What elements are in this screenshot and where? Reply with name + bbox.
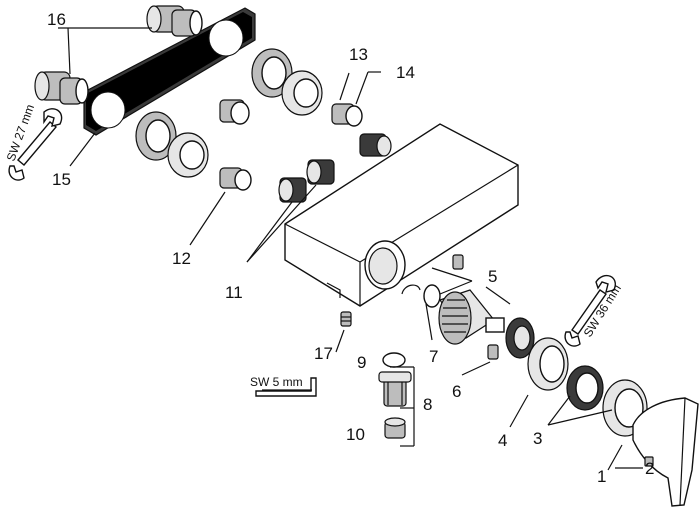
- label-13: 13: [349, 45, 368, 64]
- hex-key: [255, 377, 317, 397]
- wall-plate: [83, 7, 256, 136]
- nut-4: [527, 337, 569, 391]
- fitting-13: [331, 103, 363, 127]
- label-sw5: SW 5 mm: [250, 375, 303, 389]
- screw-top: [452, 254, 464, 270]
- label-5: 5: [488, 267, 497, 286]
- label-16: 16: [47, 10, 66, 29]
- label-6: 6: [452, 382, 461, 401]
- o-ring-9: [382, 352, 406, 368]
- leader-lines: [58, 27, 643, 471]
- clip-7: [401, 284, 441, 308]
- label-10: 10: [346, 425, 365, 444]
- ring-nut-upper-a: [251, 48, 293, 98]
- screw-17: [340, 311, 352, 327]
- label-7: 7: [429, 347, 438, 366]
- ring-nut-upper-b: [281, 70, 323, 116]
- label-11: 11: [225, 283, 243, 302]
- fitting-14: [359, 133, 392, 157]
- cover-3: [602, 379, 648, 437]
- insert-11-a: [278, 177, 307, 203]
- label-4: 4: [498, 431, 507, 450]
- grub-screw-2: [644, 456, 654, 467]
- label-8: 8: [423, 395, 432, 414]
- label-3: 3: [533, 429, 542, 448]
- connector-left: [34, 71, 89, 105]
- fitting-12: [219, 167, 252, 191]
- valve-body: [284, 123, 519, 307]
- ring-5: [505, 317, 535, 359]
- label-12: 12: [172, 249, 191, 268]
- insert-11-b: [306, 159, 335, 185]
- handle-1: [632, 397, 699, 507]
- label-17: 17: [314, 344, 333, 363]
- label-15: 15: [52, 170, 71, 189]
- label-14: 14: [396, 63, 415, 82]
- screw-6: [487, 344, 499, 360]
- ring-nut-lower-b: [167, 132, 209, 178]
- wrench-sw27: [8, 108, 63, 181]
- label-1: 1: [597, 467, 606, 486]
- cartridge-5: [438, 289, 505, 345]
- plug-top: [219, 99, 250, 125]
- connector-right: [146, 5, 203, 37]
- cap-10: [384, 417, 406, 439]
- wrench-sw36: [564, 274, 616, 347]
- label-2: 2: [645, 459, 654, 478]
- ring-nut-lower-a: [135, 111, 177, 161]
- label-9: 9: [357, 353, 366, 372]
- cartridge-8: [378, 371, 412, 407]
- clip-3: [566, 365, 604, 411]
